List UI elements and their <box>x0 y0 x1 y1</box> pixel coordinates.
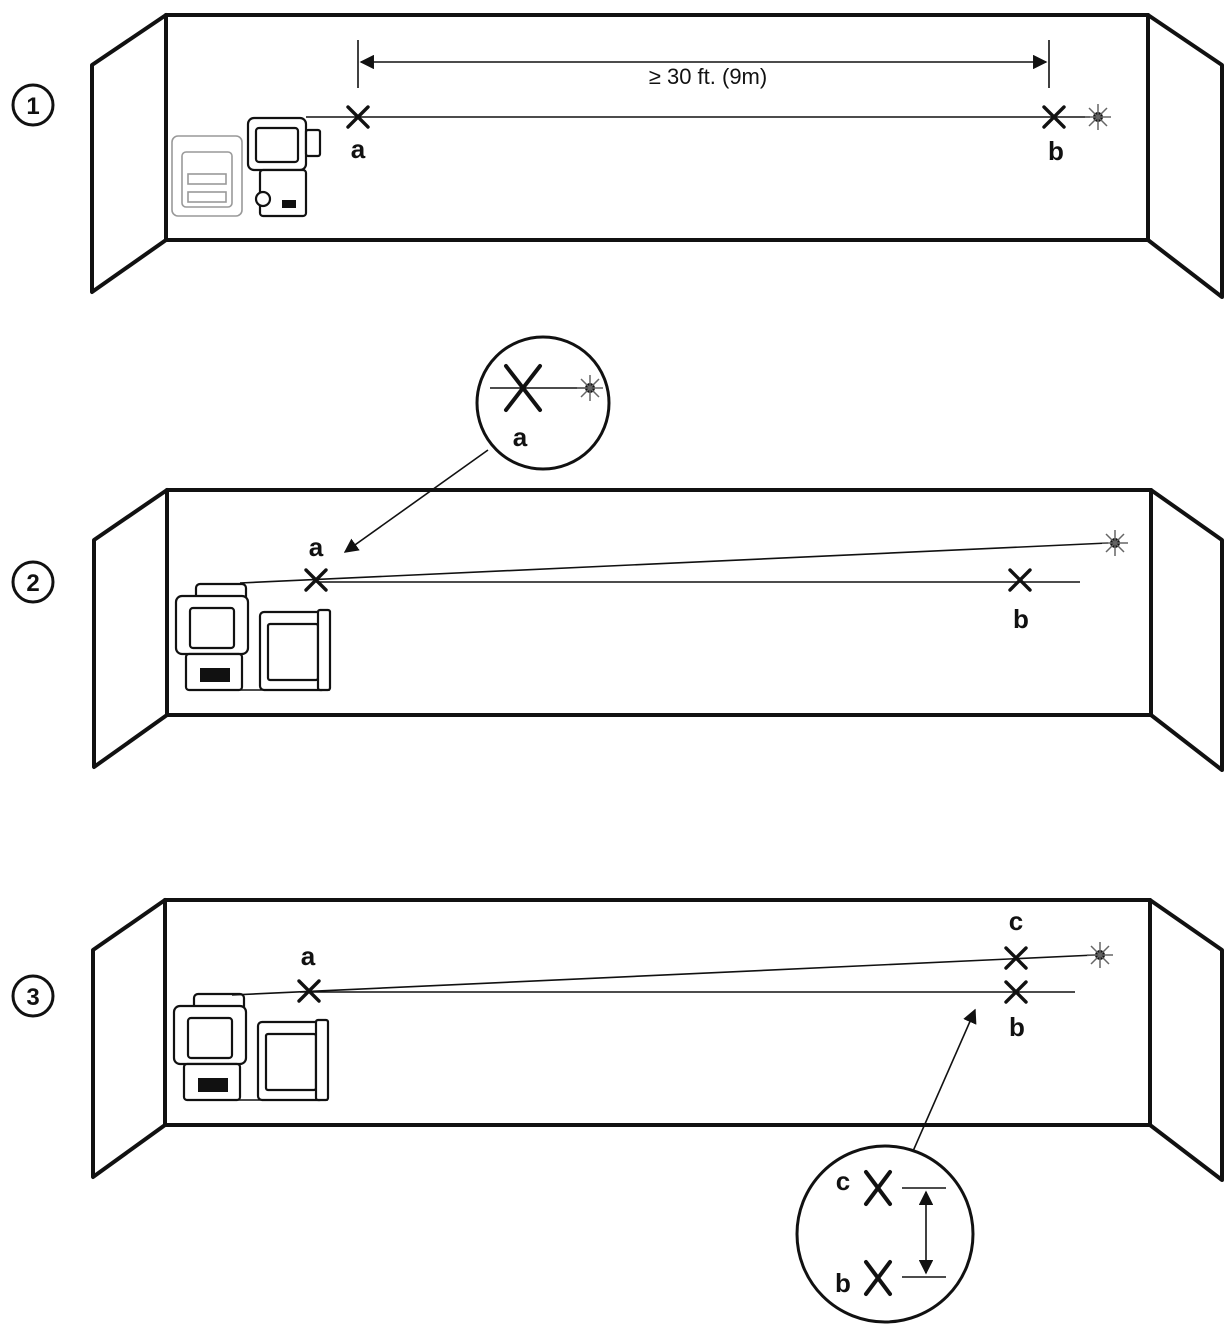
mark-label-b: b <box>1048 136 1064 166</box>
magnifier-callout: a <box>343 335 611 553</box>
back-wall <box>164 13 1150 242</box>
step-3: 3 a c b <box>11 898 1224 1324</box>
step-1-badge: 1 <box>11 83 55 127</box>
mark-label-c: c <box>1009 906 1023 936</box>
x-mark-icon <box>1042 105 1066 129</box>
laser-level-tool <box>171 116 322 218</box>
x-mark-icon <box>1004 946 1028 970</box>
left-wall <box>91 898 167 1179</box>
x-mark-icon <box>297 979 321 1003</box>
step-3-number: 3 <box>26 984 39 1011</box>
x-mark-icon <box>304 568 328 592</box>
callout-label-c: c <box>836 1166 850 1196</box>
laser-level-tool <box>172 992 330 1102</box>
mark-label-b: b <box>1013 604 1029 634</box>
right-wall <box>1146 13 1224 299</box>
x-mark-icon <box>1004 980 1028 1004</box>
step-1: 1 ≥ 30 ft. (9m) <box>11 13 1224 299</box>
laser-level-tool <box>174 582 332 692</box>
left-wall <box>92 488 169 769</box>
step-2: 2 a <box>11 335 1224 772</box>
mark-label-a: a <box>351 134 366 164</box>
distance-dimension: ≥ 30 ft. (9m) <box>357 40 1050 89</box>
back-wall <box>163 898 1152 1127</box>
right-wall <box>1149 488 1224 772</box>
step-2-badge: 2 <box>11 560 55 604</box>
step-1-number: 1 <box>26 93 39 120</box>
right-wall <box>1148 898 1224 1182</box>
step-1-room <box>90 13 1224 299</box>
callout-label-b: b <box>835 1268 851 1298</box>
x-mark-icon <box>1008 568 1032 592</box>
mark-label-a: a <box>301 941 316 971</box>
magnifier-callout: c b <box>795 1008 977 1324</box>
laser-beam-tilted <box>231 954 1096 996</box>
callout-label-a: a <box>513 422 528 452</box>
distance-label: ≥ 30 ft. (9m) <box>649 64 767 89</box>
step-2-number: 2 <box>26 570 39 597</box>
laser-beam-tilted <box>239 542 1109 584</box>
mark-label-a: a <box>309 532 324 562</box>
mark-label-b: b <box>1009 1012 1025 1042</box>
step-3-room <box>91 898 1224 1182</box>
left-wall <box>90 13 168 294</box>
x-mark-icon <box>346 105 370 129</box>
step-3-badge: 3 <box>11 974 55 1018</box>
